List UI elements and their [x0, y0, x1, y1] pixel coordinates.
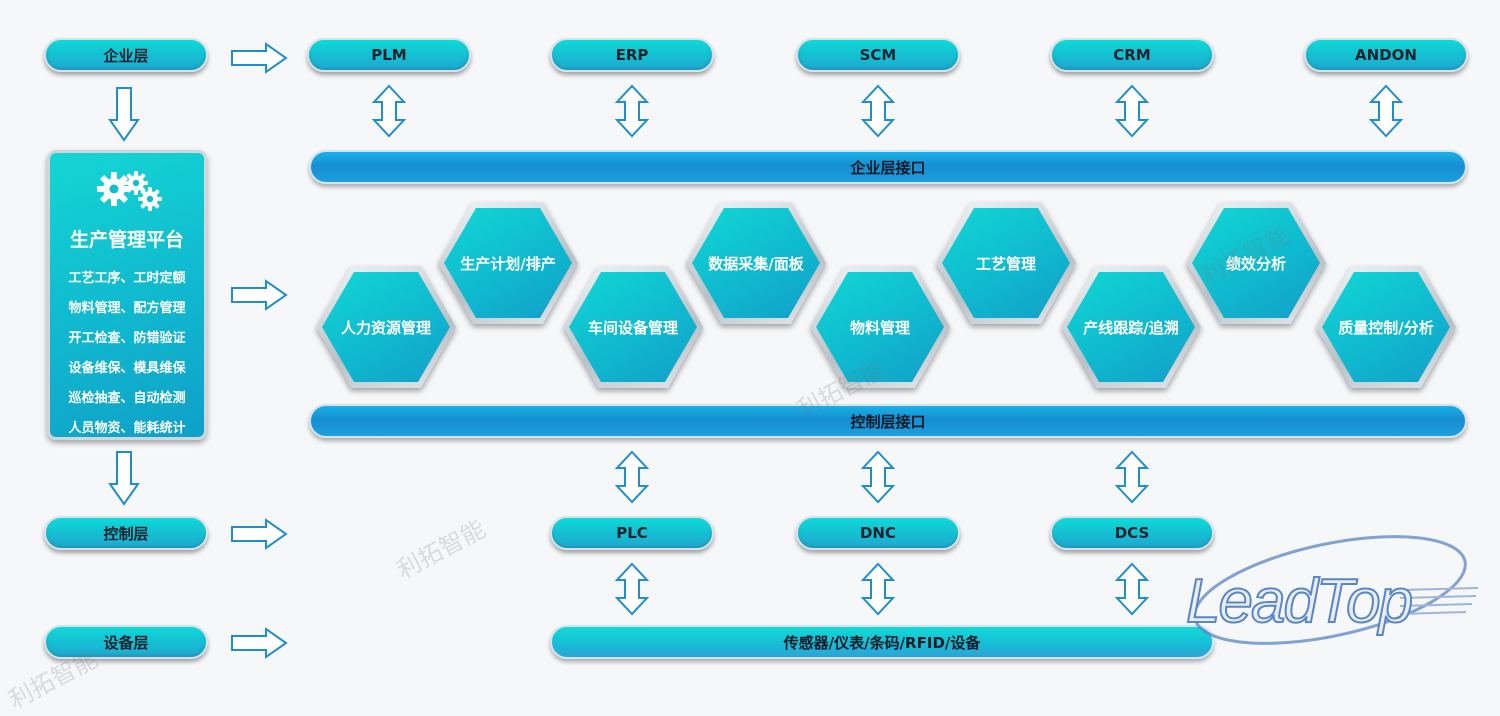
module-label: 人力资源管理 — [322, 272, 450, 382]
module-material: 物料管理 — [810, 266, 950, 388]
module-equipment: 车间设备管理 — [563, 266, 703, 388]
watermark: 利拓智能 — [392, 514, 491, 585]
module-label: 质量控制/分析 — [1322, 272, 1450, 382]
arrow-down-icon — [108, 87, 140, 142]
layer-device: 设备层 — [44, 625, 208, 659]
module-label: 产线跟踪/追溯 — [1067, 272, 1195, 382]
arrow-right-icon — [231, 627, 288, 659]
platform-line: 巡检抽查、自动检测 — [68, 391, 186, 406]
double-arrow-vertical-icon — [860, 562, 896, 616]
double-arrow-vertical-icon — [1114, 562, 1150, 616]
control-interface-bar: 控制层接口 — [309, 404, 1467, 438]
layer-enterprise: 企业层 — [44, 38, 208, 72]
double-arrow-vertical-icon — [614, 450, 650, 504]
production-platform-panel: 生产管理平台 工艺工序、工时定额 物料管理、配方管理 开工检查、防错验证 设备维… — [47, 150, 207, 440]
platform-line: 开工检查、防错验证 — [68, 331, 186, 346]
leadtop-logo: LeadTop — [1185, 535, 1479, 645]
platform-line: 人员物资、能耗统计 — [68, 421, 186, 436]
platform-title: 生产管理平台 — [69, 229, 184, 251]
module-hr: 人力资源管理 — [316, 266, 456, 388]
enterprise-interface-bar: 企业层接口 — [309, 150, 1467, 184]
module-data-collection: 数据采集/面板 — [686, 202, 826, 324]
module-traceability: 产线跟踪/追溯 — [1061, 266, 1201, 388]
logo-text: LeadTop — [1186, 567, 1412, 636]
double-arrow-vertical-icon — [860, 84, 896, 138]
double-arrow-vertical-icon — [614, 562, 650, 616]
system-dcs: DCS — [1050, 516, 1214, 550]
module-quality: 质量控制/分析 — [1316, 266, 1456, 388]
module-process: 工艺管理 — [936, 202, 1076, 324]
system-erp: ERP — [550, 38, 714, 72]
double-arrow-vertical-icon — [371, 84, 407, 138]
arrow-down-icon — [108, 451, 140, 506]
module-production-plan: 生产计划/排产 — [438, 202, 578, 324]
double-arrow-vertical-icon — [860, 450, 896, 504]
system-scm: SCM — [796, 38, 960, 72]
gears-icon — [97, 171, 162, 211]
layer-control: 控制层 — [44, 516, 208, 550]
platform-line: 设备维保、模具维保 — [68, 361, 186, 376]
architecture-diagram: 企业层 控制层 设备层 — [4, 38, 1479, 715]
arrow-right-icon — [231, 518, 288, 550]
double-arrow-vertical-icon — [1114, 450, 1150, 504]
device-bar: 传感器/仪表/条码/RFID/设备 — [550, 625, 1214, 659]
system-dnc: DNC — [796, 516, 960, 550]
system-plm: PLM — [307, 38, 471, 72]
module-label: 绩效分析 — [1192, 208, 1320, 318]
module-performance: 绩效分析 — [1186, 202, 1326, 324]
double-arrow-vertical-icon — [1368, 84, 1404, 138]
double-arrow-vertical-icon — [614, 84, 650, 138]
platform-line: 物料管理、配方管理 — [68, 301, 186, 316]
system-plc: PLC — [550, 516, 714, 550]
arrow-right-icon — [231, 42, 288, 74]
arrow-right-icon — [231, 279, 288, 311]
system-crm: CRM — [1050, 38, 1214, 72]
double-arrow-vertical-icon — [1114, 84, 1150, 138]
system-andon: ANDON — [1304, 38, 1468, 72]
platform-line: 工艺工序、工时定额 — [68, 271, 186, 286]
